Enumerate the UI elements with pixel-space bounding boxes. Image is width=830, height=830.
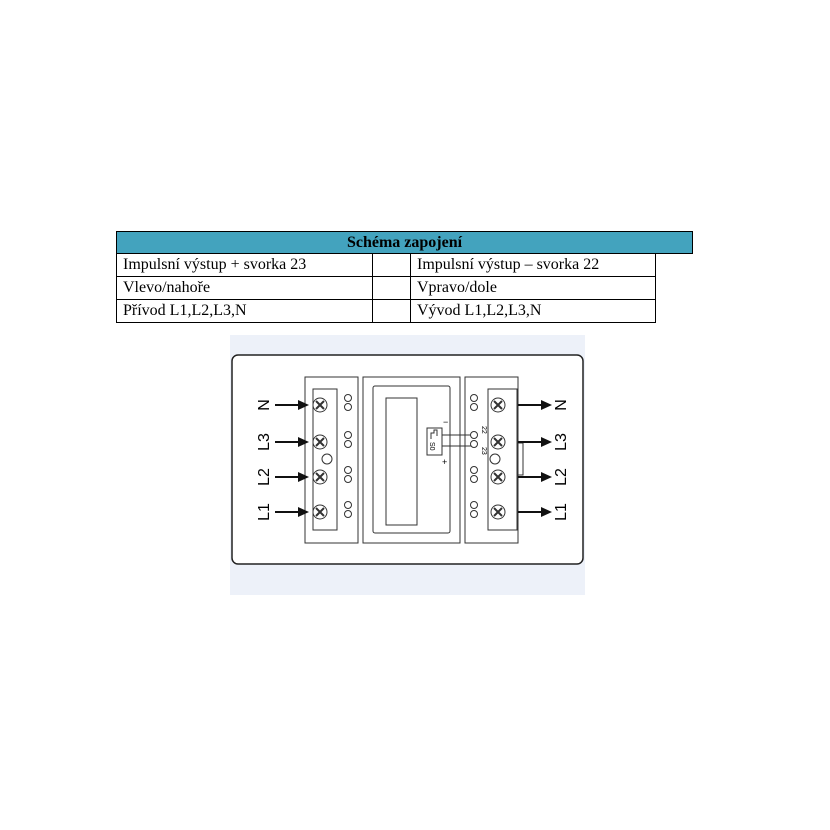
s0-label: S0 (428, 442, 435, 451)
left-test-hole (344, 431, 352, 439)
cell-left: Přívod L1,L2,L3,N (117, 300, 373, 323)
screw-cross-icon (493, 400, 503, 410)
cell-right: Impulsní výstup – svorka 22 (417, 256, 600, 273)
screw-cross-icon (493, 472, 503, 482)
right-phase-label: L1 (553, 503, 570, 521)
lcd-display (385, 397, 418, 526)
right-mount-bolt (489, 453, 501, 465)
s0-output-box (426, 427, 443, 456)
right-test-hole (470, 403, 478, 411)
left-arrowhead-icon (298, 400, 309, 410)
pulse-wires (442, 434, 472, 447)
left-test-hole (344, 466, 352, 474)
plus-sign: + (442, 457, 447, 467)
right-test-hole (470, 510, 478, 518)
right-test-hole (470, 440, 478, 448)
right-test-hole (470, 475, 478, 483)
table-row: Impulsní výstup + svorka 23 Impulsní výs… (117, 254, 655, 277)
cell-left: Impulsní výstup + svorka 23 (117, 254, 373, 276)
left-test-hole (344, 501, 352, 509)
left-test-hole (344, 394, 352, 402)
minus-sign: − (443, 417, 448, 427)
cell-middle (373, 300, 411, 323)
screw-cross-icon (315, 400, 325, 410)
right-arrowhead-icon (541, 507, 552, 517)
table-row: Přívod L1,L2,L3,N Vývod L1,L2,L3,N (117, 300, 655, 323)
meter-body (362, 376, 461, 544)
left-phase-label: L1 (256, 503, 273, 521)
left-test-hole (344, 510, 352, 518)
right-arrowhead-icon (541, 400, 552, 410)
right-test-hole (470, 394, 478, 402)
left-terminal-block (312, 388, 338, 531)
right-phase-label: L3 (553, 433, 570, 451)
right-test-hole (470, 466, 478, 474)
terminal-23-label: 23 (480, 447, 487, 455)
screw-cross-icon (493, 507, 503, 517)
screw-cross-icon (315, 437, 325, 447)
cell-middle (373, 254, 411, 276)
left-phase-label: L2 (256, 468, 273, 486)
table-title: Schéma zapojení (116, 231, 693, 254)
screw-cross-icon (493, 437, 503, 447)
screw-cross-icon (315, 507, 325, 517)
table-row: Vlevo/nahoře Vpravo/dole (117, 277, 655, 300)
left-test-hole (344, 440, 352, 448)
right-arrowhead-icon (541, 472, 552, 482)
terminal-22-label: 22 (480, 426, 487, 434)
cell-right: Vpravo/dole (417, 279, 497, 296)
left-phase-label: L3 (256, 433, 273, 451)
left-test-hole (344, 475, 352, 483)
right-test-hole (470, 501, 478, 509)
left-arrowhead-icon (298, 437, 309, 447)
right-arrowhead-icon (541, 437, 552, 447)
left-arrowhead-icon (298, 507, 309, 517)
cell-middle (373, 277, 411, 299)
display-frame (372, 385, 451, 534)
screw-cross-icon (315, 472, 325, 482)
right-test-hole (470, 431, 478, 439)
cell-left: Vlevo/nahoře (117, 277, 373, 299)
right-phase-label: L2 (553, 468, 570, 486)
right-terminal-block (487, 388, 518, 531)
cell-right: Vývod L1,L2,L3,N (417, 302, 542, 319)
left-test-hole (344, 403, 352, 411)
right-phase-label: N (553, 399, 570, 411)
left-mount-bolt (321, 453, 333, 465)
left-phase-label: N (256, 399, 273, 411)
left-arrowhead-icon (298, 472, 309, 482)
pulse-symbol (430, 429, 438, 439)
